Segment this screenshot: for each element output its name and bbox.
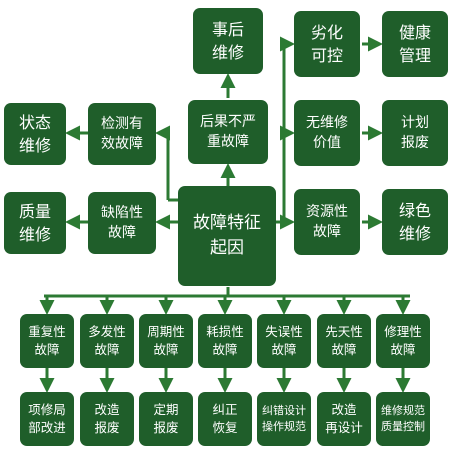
right-cause-box-3: 资源性 故障 xyxy=(294,189,360,255)
right-strategy-box-1: 健康 管理 xyxy=(382,11,448,77)
left-strategy-box-2: 质量 维修 xyxy=(4,192,66,254)
bottom-cause-box-2: 多发性 故障 xyxy=(80,314,134,368)
bottom-cause-box-4: 耗损性 故障 xyxy=(198,314,252,368)
bottom-cause-box-1: 重复性 故障 xyxy=(20,314,74,368)
right-cause-box-1: 劣化 可控 xyxy=(294,11,360,77)
bottom-cause-box-6: 先天性 故障 xyxy=(317,314,371,368)
left-cause-box-1: 检测有 效故障 xyxy=(88,103,156,165)
bottom-cause-box-7: 修理性 故障 xyxy=(376,314,430,368)
bottom-cause-box-5: 失误性 故障 xyxy=(257,314,311,368)
bottom-strategy-box-2: 改造 报废 xyxy=(80,392,134,446)
bottom-cause-box-3: 周期性 故障 xyxy=(139,314,193,368)
top-cause-box: 后果不严 重故障 xyxy=(188,100,268,164)
bottom-strategy-box-4: 纠正 恢复 xyxy=(198,392,252,446)
bottom-strategy-box-5: 纠错设计 操作规范 xyxy=(257,392,311,446)
bottom-strategy-box-7: 维修规范 质量控制 xyxy=(376,392,430,446)
center-box: 故障特征 起因 xyxy=(178,186,276,286)
right-strategy-box-3: 绿色 维修 xyxy=(382,189,448,255)
bottom-strategy-box-1: 项修局 部改进 xyxy=(20,392,74,446)
right-cause-box-2: 无维修 价值 xyxy=(294,100,360,166)
top-strategy-box: 事后 维修 xyxy=(193,8,263,74)
right-strategy-box-2: 计划 报废 xyxy=(382,100,448,166)
left-strategy-box-1: 状态 维修 xyxy=(4,103,66,165)
bottom-strategy-box-6: 改造 再设计 xyxy=(317,392,371,446)
left-cause-box-2: 缺陷性 故障 xyxy=(88,192,156,254)
bottom-strategy-box-3: 定期 报废 xyxy=(139,392,193,446)
